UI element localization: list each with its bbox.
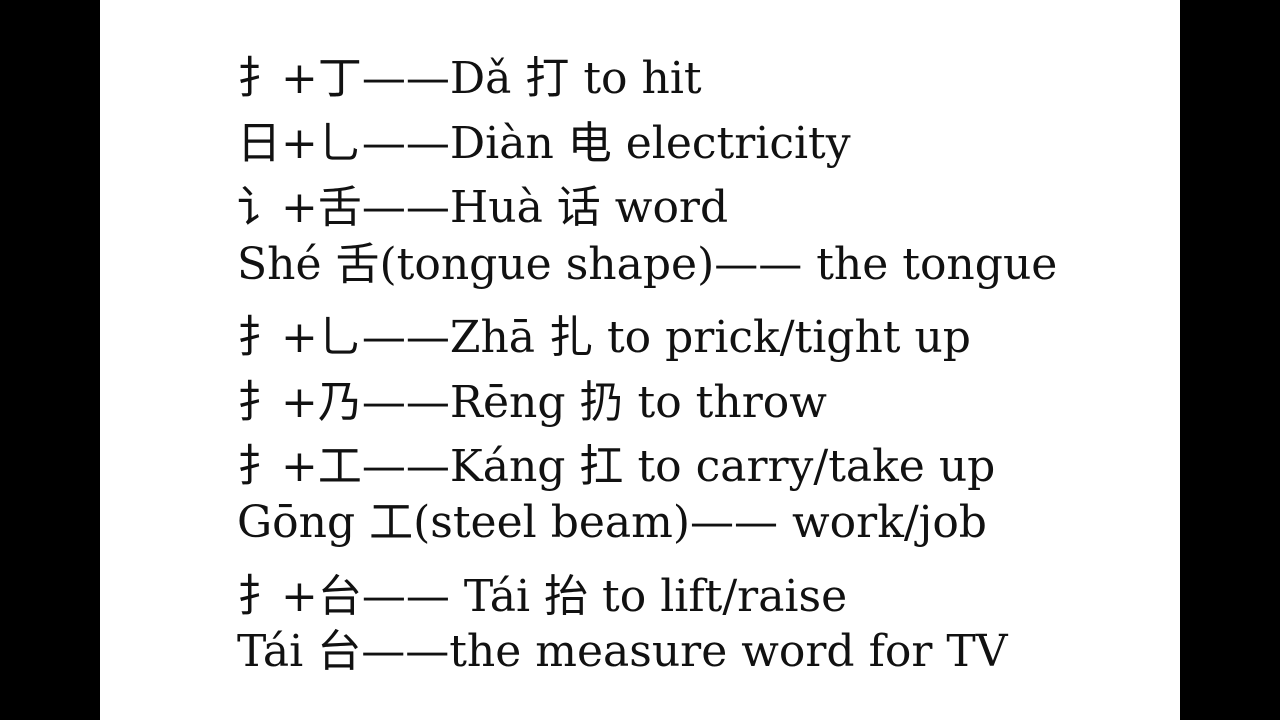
line-hua-word: 讠+舌——Huà 话 word [237, 182, 729, 233]
line-da-hit: 扌+丁——Dǎ 打 to hit [237, 53, 702, 104]
line-reng-throw: 扌+乃——Rēng 扔 to throw [237, 377, 827, 428]
line-zha-prick: 扌+乚——Zhā 扎 to prick/tight up [237, 312, 971, 363]
line-kang-carry: 扌+工——Káng 扛 to carry/take up [237, 441, 996, 492]
line-tai-lift: 扌+台—— Tái 抬 to lift/raise [237, 571, 848, 622]
slide: 扌+丁——Dǎ 打 to hit 日+乚——Diàn 电 electricity… [100, 0, 1180, 720]
line-she-tongue: Shé 舌(tongue shape)—— the tongue [237, 239, 1058, 290]
line-gong-work: Gōng 工(steel beam)—— work/job [237, 497, 987, 548]
line-tai-measure-word: Tái 台——the measure word for TV [237, 626, 1008, 677]
line-dian-electricity: 日+乚——Diàn 电 electricity [237, 118, 851, 169]
